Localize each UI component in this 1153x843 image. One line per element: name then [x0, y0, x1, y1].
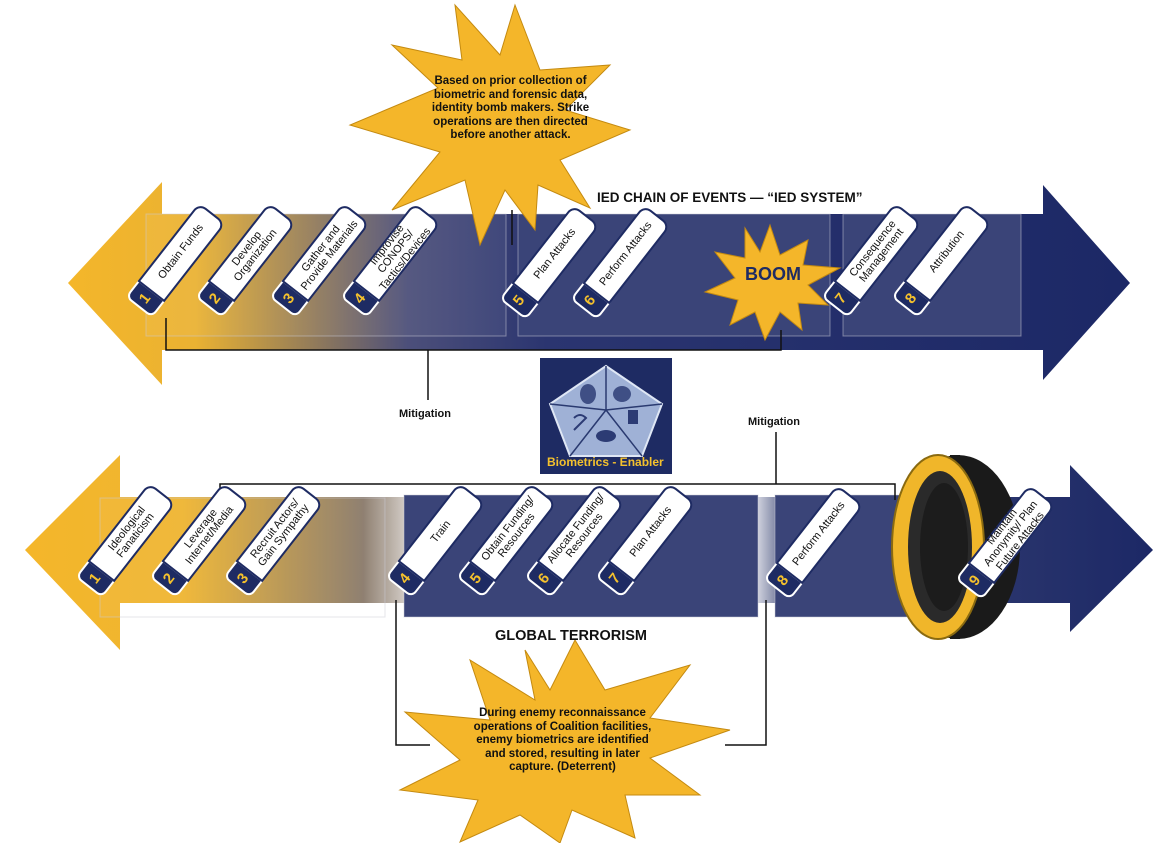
mitigation-right-label: Mitigation [748, 416, 800, 428]
bottom-callout-text: During enemy reconnaissance operations o… [473, 707, 652, 773]
tire-barrier [891, 454, 1020, 640]
boom-star [703, 223, 842, 342]
boom-label: BOOM [745, 264, 801, 284]
mitigation-left-label: Mitigation [399, 408, 451, 420]
biometrics-enabler-badge [540, 358, 672, 474]
top-callout-text: Based on prior collection of biometric a… [431, 75, 590, 141]
global-terrorism-title: GLOBAL TERRORISM [495, 628, 647, 644]
ied-chain-title: IED CHAIN OF EVENTS — “IED SYSTEM” [597, 190, 863, 205]
bottom-callout-star [398, 638, 731, 843]
biometrics-enabler-label: Biometrics - Enabler [547, 455, 664, 469]
top-callout-star [348, 3, 632, 247]
